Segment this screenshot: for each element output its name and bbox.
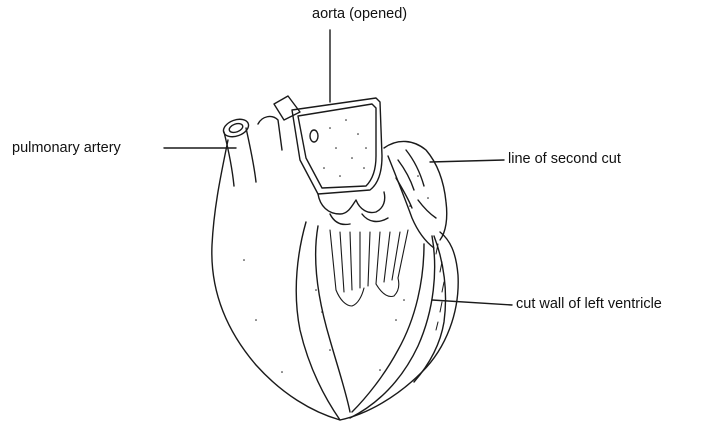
valve-cusps <box>318 192 388 225</box>
stippling <box>243 119 429 373</box>
label-aorta: aorta (opened) <box>312 6 407 22</box>
label-left-ventricle-wall: cut wall of left ventricle <box>516 296 662 312</box>
coronary-opening <box>310 130 318 142</box>
leader-left-ventricle-wall <box>432 300 512 305</box>
label-pulmonary-artery: pulmonary artery <box>12 140 121 156</box>
second-cut-region <box>384 141 447 248</box>
aorta-flap <box>292 98 382 194</box>
ventricle-cavity <box>296 222 434 420</box>
chordae-tendineae <box>330 230 408 306</box>
label-second-cut: line of second cut <box>508 151 621 167</box>
leader-second-cut <box>430 160 504 162</box>
